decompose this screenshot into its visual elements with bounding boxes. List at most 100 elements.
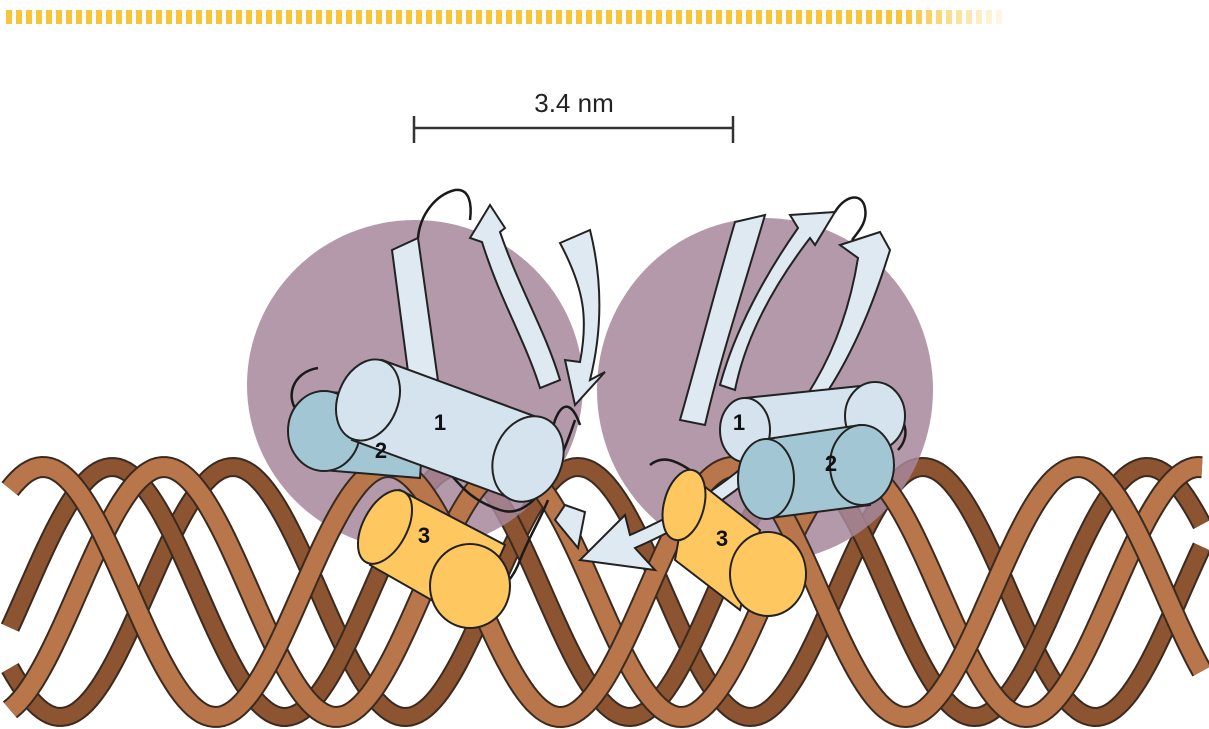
stripe-dash — [596, 10, 602, 24]
left-helix-label-2: 2 — [375, 438, 387, 463]
stripe-dash — [686, 10, 692, 24]
stripe-dash — [766, 10, 772, 24]
scale-bar: 3.4 nm — [414, 88, 733, 143]
stripe-dash — [906, 10, 912, 24]
stripe-dash — [526, 10, 532, 24]
stripe-dash — [806, 10, 812, 24]
stripe-dash — [886, 10, 892, 24]
stripe-dash — [206, 10, 212, 24]
left-helix-label-3: 3 — [418, 523, 430, 548]
stripe-dash — [436, 10, 442, 24]
stripe-dash — [256, 10, 262, 24]
stripe-dash — [406, 10, 412, 24]
stripe-dash — [266, 10, 272, 24]
right-helix-label-2: 2 — [825, 451, 837, 476]
stripe-dash — [586, 10, 592, 24]
stripe-dash — [626, 10, 632, 24]
stripe-dash — [566, 10, 572, 24]
stripe-dash — [636, 10, 642, 24]
stripe-dash — [616, 10, 622, 24]
stripe-dash — [36, 10, 42, 24]
stripe-dash — [326, 10, 332, 24]
stripe-dash — [826, 10, 832, 24]
stripe-dash — [66, 10, 72, 24]
stripe-dash — [546, 10, 552, 24]
stripe-dash — [376, 10, 382, 24]
stripe-dash — [466, 10, 472, 24]
stripe-dash — [656, 10, 662, 24]
stripe-dash — [136, 10, 142, 24]
stripe-dash — [46, 10, 52, 24]
stripe-dash — [956, 10, 962, 24]
stripe-dash — [176, 10, 182, 24]
scale-bar-label: 3.4 nm — [534, 88, 614, 118]
stripe-dash — [186, 10, 192, 24]
stripe-dash — [676, 10, 682, 24]
stripe-dash — [76, 10, 82, 24]
stripe-dash — [756, 10, 762, 24]
top-stripe — [6, 10, 1002, 24]
stripe-dash — [56, 10, 62, 24]
stripe-dash — [126, 10, 132, 24]
stripe-dash — [796, 10, 802, 24]
stripe-dash — [736, 10, 742, 24]
left-helix-label-1: 1 — [434, 410, 446, 435]
stripe-dash — [346, 10, 352, 24]
stripe-dash — [446, 10, 452, 24]
stripe-dash — [456, 10, 462, 24]
stripe-dash — [786, 10, 792, 24]
stripe-dash — [166, 10, 172, 24]
stripe-dash — [356, 10, 362, 24]
stripe-dash — [156, 10, 162, 24]
right-helix-label-1: 1 — [733, 410, 745, 435]
stripe-dash — [606, 10, 612, 24]
stripe-dash — [316, 10, 322, 24]
stripe-dash — [86, 10, 92, 24]
stripe-dash — [516, 10, 522, 24]
stripe-dash — [106, 10, 112, 24]
stripe-dash — [6, 10, 12, 24]
stripe-dash — [366, 10, 372, 24]
stripe-dash — [386, 10, 392, 24]
stripe-dash — [706, 10, 712, 24]
stripe-dash — [476, 10, 482, 24]
stripe-dash — [336, 10, 342, 24]
stripe-dash — [856, 10, 862, 24]
stripe-dash — [506, 10, 512, 24]
stripe-dash — [926, 10, 932, 24]
stripe-dash — [486, 10, 492, 24]
stripe-dash — [226, 10, 232, 24]
stripe-dash — [216, 10, 222, 24]
stripe-dash — [846, 10, 852, 24]
stripe-dash — [996, 10, 1002, 24]
stripe-dash — [306, 10, 312, 24]
stripe-dash — [916, 10, 922, 24]
stripe-dash — [986, 10, 992, 24]
stripe-dash — [26, 10, 32, 24]
stripe-dash — [746, 10, 752, 24]
stripe-dash — [646, 10, 652, 24]
stripe-dash — [896, 10, 902, 24]
stripe-dash — [966, 10, 972, 24]
stripe-dash — [696, 10, 702, 24]
stripe-dash — [776, 10, 782, 24]
stripe-dash — [146, 10, 152, 24]
stripe-dash — [556, 10, 562, 24]
stripe-dash — [426, 10, 432, 24]
stripe-dash — [236, 10, 242, 24]
stripe-dash — [876, 10, 882, 24]
stripe-dash — [716, 10, 722, 24]
stripe-dash — [96, 10, 102, 24]
right-helix-2 — [738, 425, 894, 519]
stripe-dash — [116, 10, 122, 24]
stripe-dash — [576, 10, 582, 24]
stripe-dash — [946, 10, 952, 24]
stripe-dash — [816, 10, 822, 24]
stripe-dash — [936, 10, 942, 24]
stripe-dash — [836, 10, 842, 24]
stripe-dash — [496, 10, 502, 24]
stripe-dash — [976, 10, 982, 24]
stripe-dash — [16, 10, 22, 24]
stripe-dash — [276, 10, 282, 24]
